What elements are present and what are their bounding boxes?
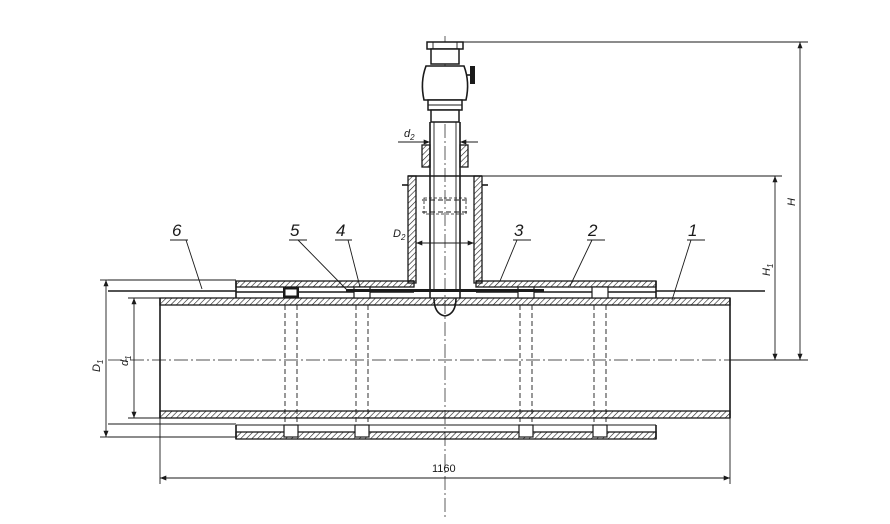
callout-6: 6 [172,221,182,240]
dimension-H1-label: H1 [761,264,775,276]
dimension-D2-label: D2 [393,228,406,242]
callout-3: 3 [514,221,524,240]
surface-lines [108,279,765,438]
dimension-d1 [128,297,160,419]
outer-casing [235,280,657,440]
callout-4: 4 [336,221,345,240]
dimension-d2-label: d2 [404,128,415,142]
dimension-length-label: 1160 [432,463,456,475]
dimension-H [463,41,808,361]
dimension-D1 [100,279,115,438]
dimension-H-label: H [786,198,798,206]
callout-leaders [170,239,705,301]
dimension-D1-label: D1 [91,360,105,372]
dimension-d1-label: d1 [119,355,133,366]
support-rings [283,286,609,438]
callout-5: 5 [290,221,300,240]
branch-assembly [346,36,544,520]
dimension-H1 [482,175,782,360]
callout-1: 1 [688,221,697,240]
callout-2: 2 [587,221,598,240]
dimension-length [159,418,731,484]
valve-head [421,41,475,123]
